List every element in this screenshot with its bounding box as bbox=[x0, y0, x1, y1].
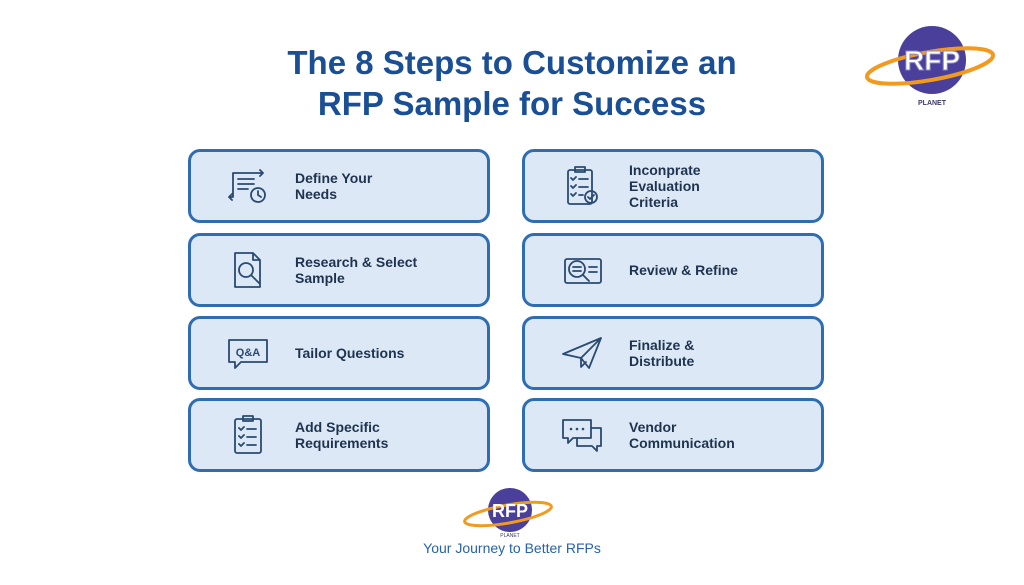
svg-text:Q&A: Q&A bbox=[236, 347, 261, 359]
step-label: Define Your Needs bbox=[295, 170, 373, 202]
step-label: Finalize & Distribute bbox=[629, 337, 695, 369]
checklist-icon bbox=[234, 415, 262, 454]
footer-logo: RFP PLANET bbox=[460, 486, 560, 543]
paper-plane-icon bbox=[562, 337, 602, 369]
step-card-define-needs: Define Your Needs bbox=[188, 149, 490, 223]
clipboard-check-icon bbox=[567, 166, 598, 205]
step-label: Review & Refine bbox=[629, 262, 738, 278]
chat-bubbles-icon bbox=[562, 419, 602, 452]
logo-text: RFP bbox=[904, 45, 960, 76]
step-label: Vendor Communication bbox=[629, 419, 735, 451]
rfp-planet-logo: RFP PLANET bbox=[864, 22, 1004, 113]
step-label: Add Specific Requirements bbox=[295, 419, 389, 451]
title-line-1: The 8 Steps to Customize an bbox=[287, 44, 737, 81]
svg-text:RFP: RFP bbox=[492, 501, 528, 521]
step-card-vendor-communication: Vendor Communication bbox=[522, 398, 824, 472]
page-title: The 8 Steps to Customize an RFP Sample f… bbox=[200, 42, 824, 124]
magnifier-document-icon bbox=[564, 258, 602, 284]
tagline: Your Journey to Better RFPs bbox=[423, 540, 601, 556]
svg-text:PLANET: PLANET bbox=[500, 533, 519, 538]
list-clock-icon bbox=[228, 169, 266, 203]
step-card-review-refine: Review & Refine bbox=[522, 233, 824, 307]
step-card-finalize-distribute: Finalize & Distribute bbox=[522, 316, 824, 390]
step-card-research-sample: Research & Select Sample bbox=[188, 233, 490, 307]
step-label: Inconprate Evaluation Criteria bbox=[629, 162, 701, 210]
logo-subtext: PLANET bbox=[918, 100, 947, 107]
step-label: Tailor Questions bbox=[295, 345, 405, 361]
title-line-2: RFP Sample for Success bbox=[317, 85, 707, 122]
step-card-specific-requirements: Add Specific Requirements bbox=[188, 398, 490, 472]
step-card-tailor-questions: Q&A Tailor Questions bbox=[188, 316, 490, 390]
qa-bubble-icon: Q&A bbox=[228, 339, 268, 369]
document-search-icon bbox=[234, 252, 261, 288]
step-label: Research & Select Sample bbox=[295, 254, 418, 286]
step-card-evaluation-criteria: Inconprate Evaluation Criteria bbox=[522, 149, 824, 223]
